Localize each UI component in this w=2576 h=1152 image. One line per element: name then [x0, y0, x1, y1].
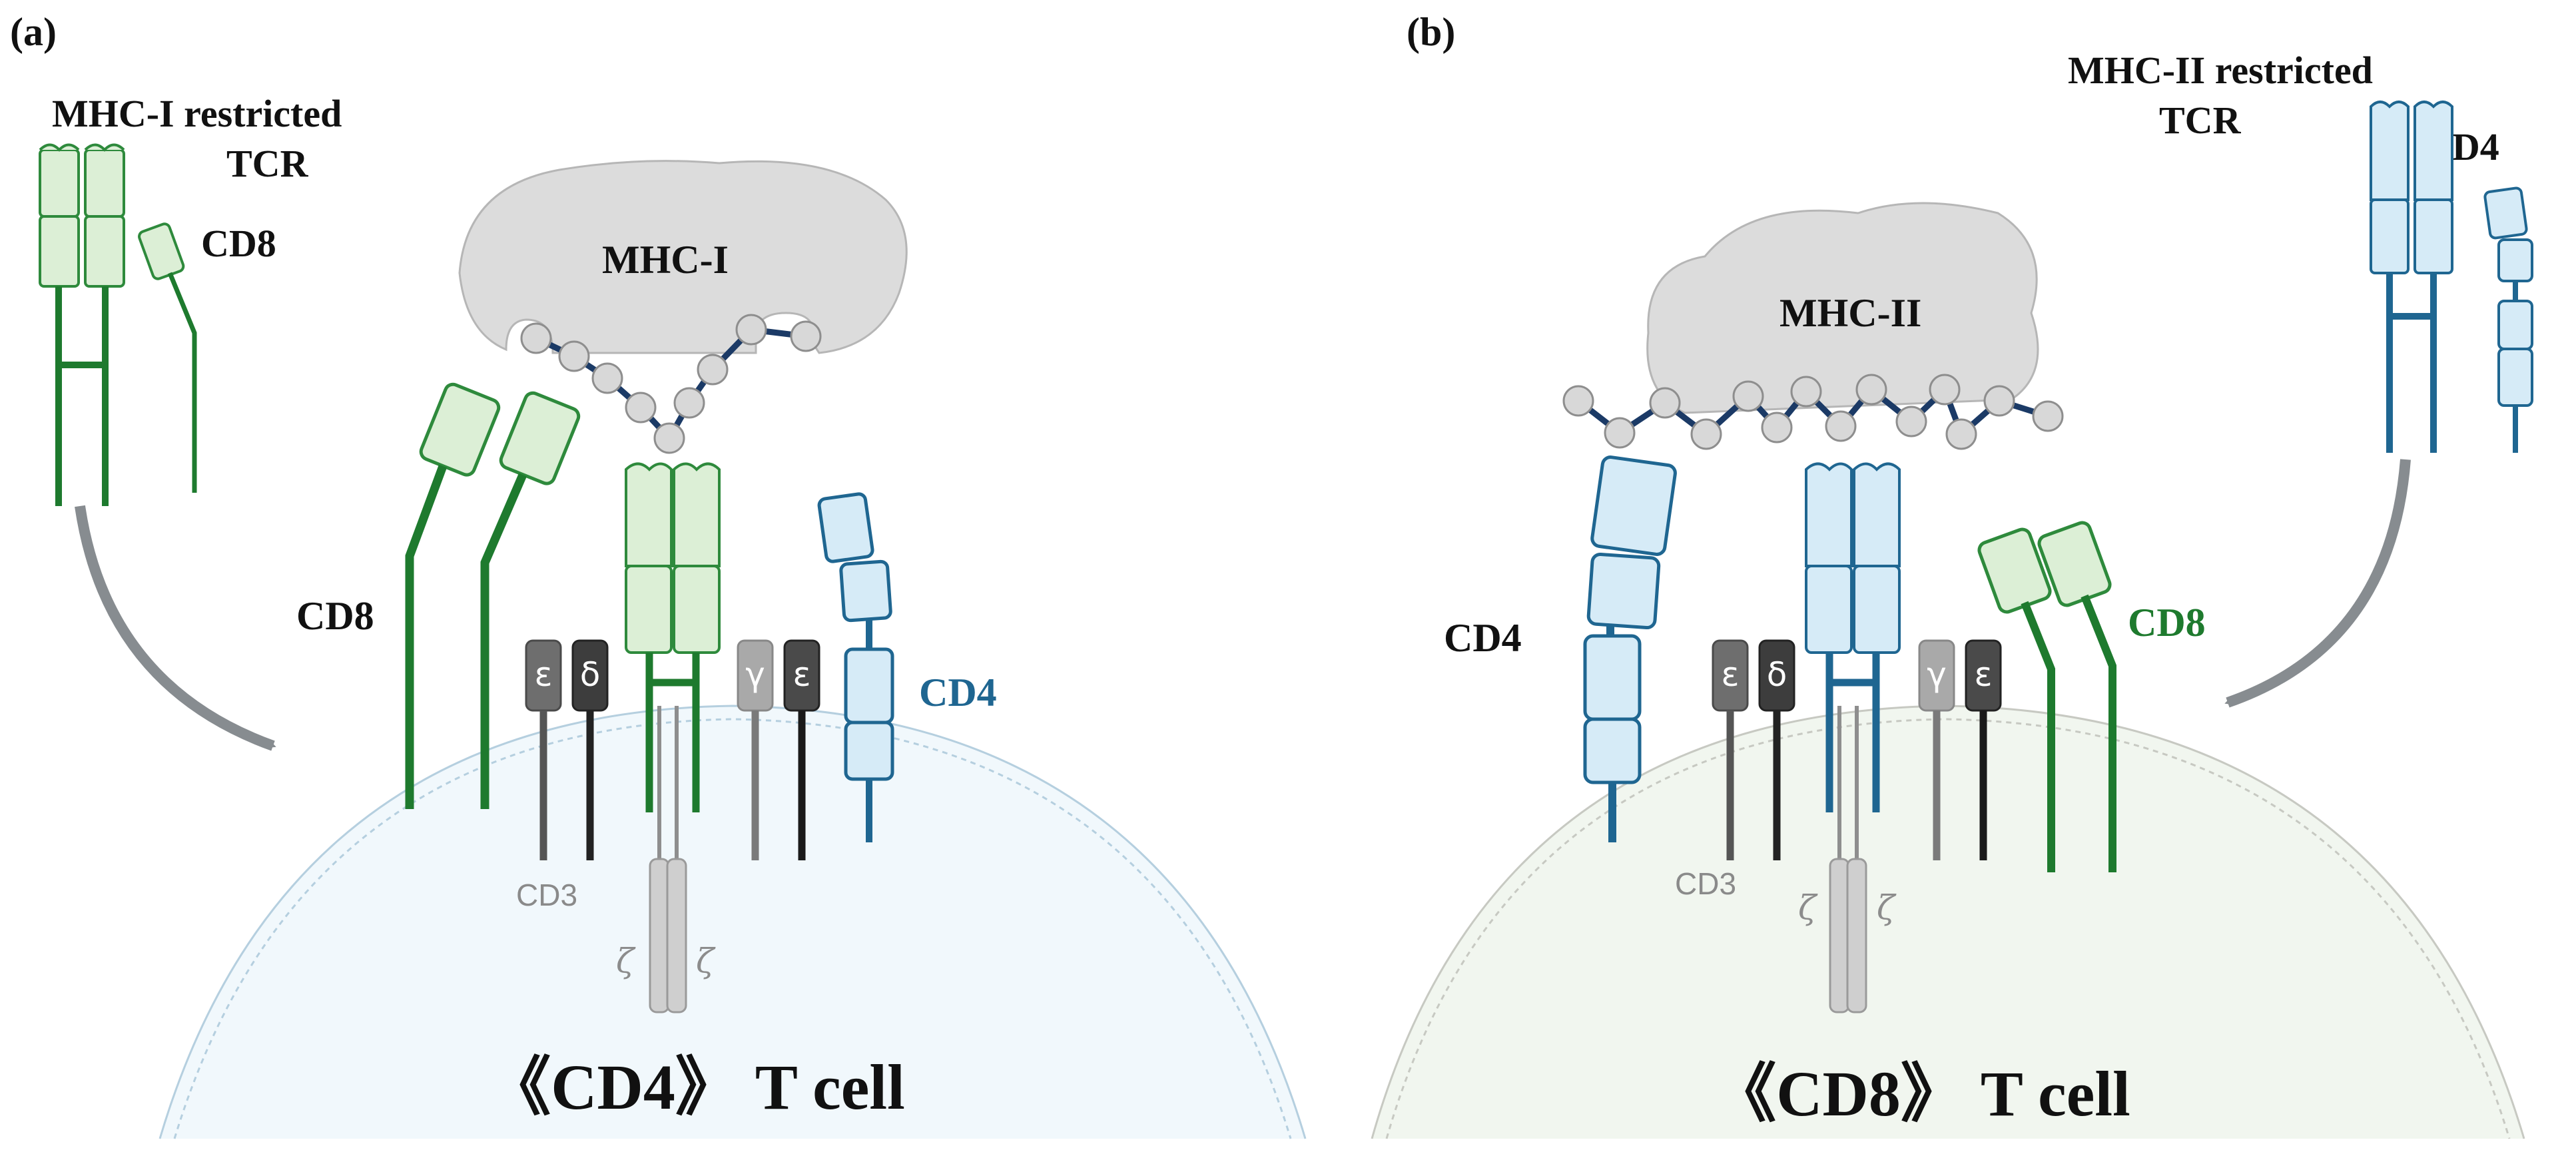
mhc-ii-label: MHC-II — [1779, 291, 1921, 335]
tcr-b — [1805, 462, 1901, 812]
large-cd8-label-a: CD8 — [296, 594, 374, 638]
zeta-label-a-1: ζ — [616, 942, 636, 980]
zeta-label-a-2: ζ — [696, 942, 716, 980]
restricted-label-a-line1: MHC-I restricted — [52, 92, 342, 135]
cd3-chain-epsilon-b-1: ε — [1721, 655, 1739, 694]
cd3-label-a: CD3 — [516, 878, 577, 912]
cd3-label-b: CD3 — [1675, 866, 1736, 901]
cd3-chain-delta-a: δ — [580, 655, 601, 694]
large-cd8-a — [405, 382, 581, 809]
mhc-ii-complex — [1562, 202, 2064, 450]
panel-a: (a) MHC-I restricted TCR CD8 MHC-I — [10, 10, 1307, 1139]
small-cd8-label-a: CD8 — [201, 222, 276, 265]
large-cd4-b — [1583, 455, 1677, 842]
cd3-chain-epsilon-b-2: ε — [1974, 655, 1992, 694]
cd4-a — [817, 492, 894, 842]
cd3-a — [525, 639, 820, 860]
tcr-a — [625, 462, 721, 812]
panel-b: (b) MHC-II restricted TCR CD4 — [1371, 10, 2533, 1139]
cd4-label-a: CD4 — [919, 671, 997, 715]
zeta-label-b-1: ζ — [1798, 888, 1818, 927]
cell-membrane-a — [159, 705, 1307, 1139]
zeta-label-b-2: ζ — [1877, 888, 1897, 927]
large-cd4-label-b: CD4 — [1444, 616, 1522, 660]
restricted-label-a-line2: TCR — [226, 142, 309, 185]
restricted-tcr-a — [39, 143, 125, 506]
zeta-chains-a — [649, 706, 687, 1013]
panel-letter-b: (b) — [1407, 10, 1455, 54]
cd3-b — [1712, 639, 2002, 860]
mhc-i-complex — [458, 160, 908, 454]
cell-title-b: 《CD8》 T cell — [1712, 1058, 2130, 1129]
restricted-label-b-line2: TCR — [2159, 99, 2242, 142]
cd8-label-b: CD8 — [2128, 601, 2206, 645]
cd3-chain-gamma-b: γ — [1927, 655, 1947, 694]
cd8-b — [1977, 521, 2116, 872]
arrow-a — [75, 505, 276, 751]
cd3-chain-gamma-a: γ — [745, 655, 765, 694]
panel-letter-a: (a) — [10, 10, 57, 54]
arrow-b — [2224, 459, 2411, 708]
cd3-chain-delta-b: δ — [1767, 655, 1787, 694]
cd3-chain-epsilon-a-2: ε — [793, 655, 810, 694]
restricted-label-b-line1: MHC-II restricted — [2068, 49, 2373, 92]
peptide-chain-b — [1562, 374, 2064, 450]
zeta-chains-b — [1829, 706, 1867, 1013]
restricted-tcr-b — [2370, 101, 2453, 453]
cd3-chain-epsilon-a-1: ε — [534, 655, 552, 694]
peptide-chain-a — [520, 314, 822, 454]
cell-title-a: 《CD4》 T cell — [487, 1051, 905, 1123]
mhc-i-label: MHC-I — [602, 238, 729, 282]
small-cd8-a — [138, 222, 197, 493]
small-cd4-b — [2483, 186, 2533, 453]
